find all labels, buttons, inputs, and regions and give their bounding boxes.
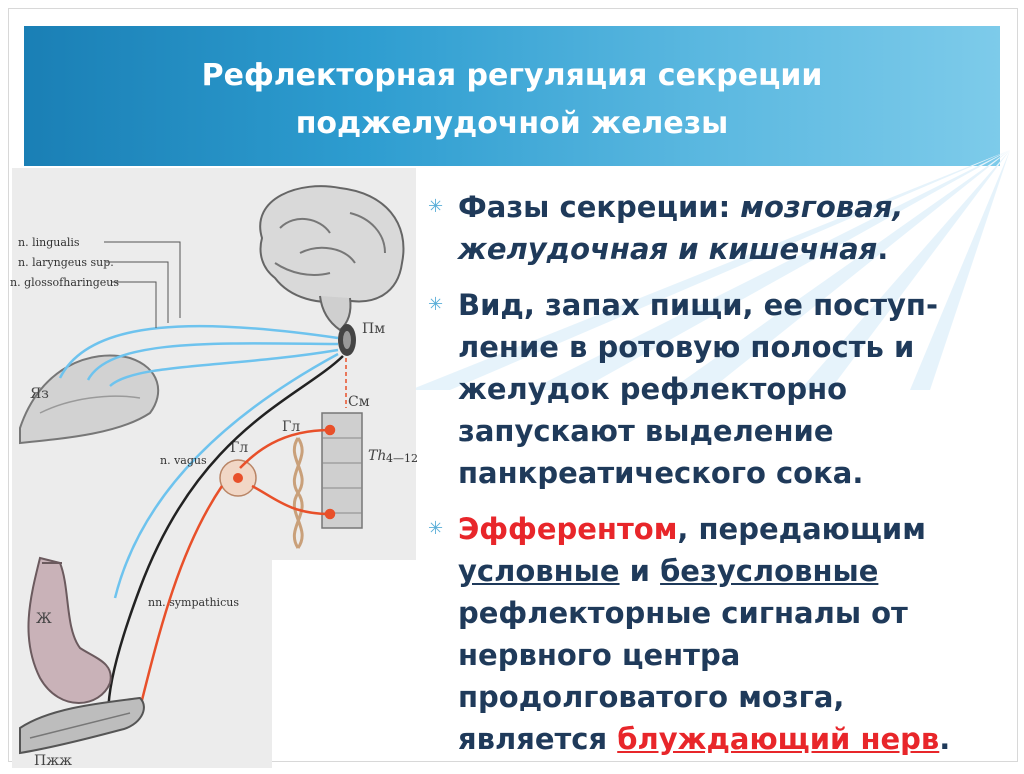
vagus-nerve-path xyxy=(107,355,344,729)
label-n-lingualis: n. lingualis xyxy=(18,236,80,249)
vagus-nerve-term: блуждающий нерв xyxy=(617,722,940,756)
label-n-laryngeus: n. laryngeus sup. xyxy=(18,256,114,269)
bullet-efferent-end: . xyxy=(939,722,951,756)
bullet-efferent-line: продолговатого мозга, xyxy=(458,680,845,714)
label-th-range: 4—12 xyxy=(386,452,418,465)
label-tongue: Яз xyxy=(30,386,49,402)
nerve-labels: n. lingualis n. laryngeus sup. n. glosso… xyxy=(10,236,239,609)
pancreas-icon xyxy=(19,696,145,755)
conjunction: и xyxy=(619,554,661,588)
sympathetic-chain xyxy=(292,437,304,549)
reflex-diagram: Пм См Th 4—12 Гл Гл Яз n. lingualis n. l… xyxy=(10,168,418,768)
bullet-phases-lead: Фазы секреции: xyxy=(458,190,741,224)
efferent-term: Эфферентом xyxy=(458,512,678,546)
decorative-rays xyxy=(410,150,1010,390)
title-banner xyxy=(24,26,1000,166)
label-ganglion: Гл xyxy=(230,440,248,456)
bullet-stimuli: ✳ Вид, запах пищи, ее поступ- ление в ро… xyxy=(428,284,988,494)
efferent-text: , передающим xyxy=(677,512,926,546)
bullet-star-icon: ✳ xyxy=(428,196,444,217)
label-th: Th xyxy=(368,448,386,464)
bullet-stimuli-line: желудок рефлекторно xyxy=(458,372,848,406)
bullet-stimuli-line: ление в ротовую полость и xyxy=(458,330,915,364)
label-pancreas: Пжж xyxy=(34,753,72,768)
bullet-list: ✳ Фазы секреции: мозговая, желудочная и … xyxy=(428,186,988,774)
conditional-term: условные xyxy=(458,554,620,588)
label-chain: Гл xyxy=(282,419,300,435)
bullet-stimuli-line: панкреатического сока. xyxy=(458,456,864,490)
ganglion-node xyxy=(219,459,257,497)
stomach-icon xyxy=(27,556,112,704)
medulla-node xyxy=(338,324,356,356)
title-line-2: поджелудочной железы xyxy=(295,106,729,141)
title-line-1: Рефлекторная регуляция секреции xyxy=(201,58,823,93)
bullet-phases: ✳ Фазы секреции: мозговая, желудочная и … xyxy=(428,186,988,270)
bullet-phases-end: . xyxy=(877,232,889,266)
bullet-efferent-lead: является xyxy=(458,722,618,756)
bullet-star-icon: ✳ xyxy=(428,294,444,315)
sympathetic-efferent xyxy=(138,424,336,709)
slide-title: Рефлекторная регуляция секреции поджелуд… xyxy=(24,52,1000,148)
brain-icon xyxy=(259,185,405,332)
afferent-nerves xyxy=(58,324,339,599)
label-leader-lines xyxy=(104,241,181,328)
label-nn-sympathicus: nn. sympathicus xyxy=(148,596,239,609)
label-spinal: См xyxy=(348,394,370,410)
bullet-efferent: ✳ Эфферентом, передающим условные и безу… xyxy=(428,508,988,760)
bullet-efferent-line: рефлекторные сигналы от xyxy=(458,596,908,630)
label-medulla: Пм xyxy=(362,321,385,337)
bullet-stimuli-line: Вид, запах пищи, ее поступ- xyxy=(458,288,939,322)
bullet-star-icon: ✳ xyxy=(428,518,444,539)
bullet-stimuli-line: запускают выделение xyxy=(458,414,834,448)
bullet-efferent-line: нервного центра xyxy=(458,638,741,672)
label-n-glossofharingeus: n. glossofharingeus xyxy=(10,276,119,289)
unconditional-term: безусловные xyxy=(660,554,879,588)
label-stomach: Ж xyxy=(36,611,52,627)
label-n-vagus: n. vagus xyxy=(160,454,207,467)
bullet-phases-italic: мозговая, желудочная и кишечная xyxy=(458,190,904,266)
